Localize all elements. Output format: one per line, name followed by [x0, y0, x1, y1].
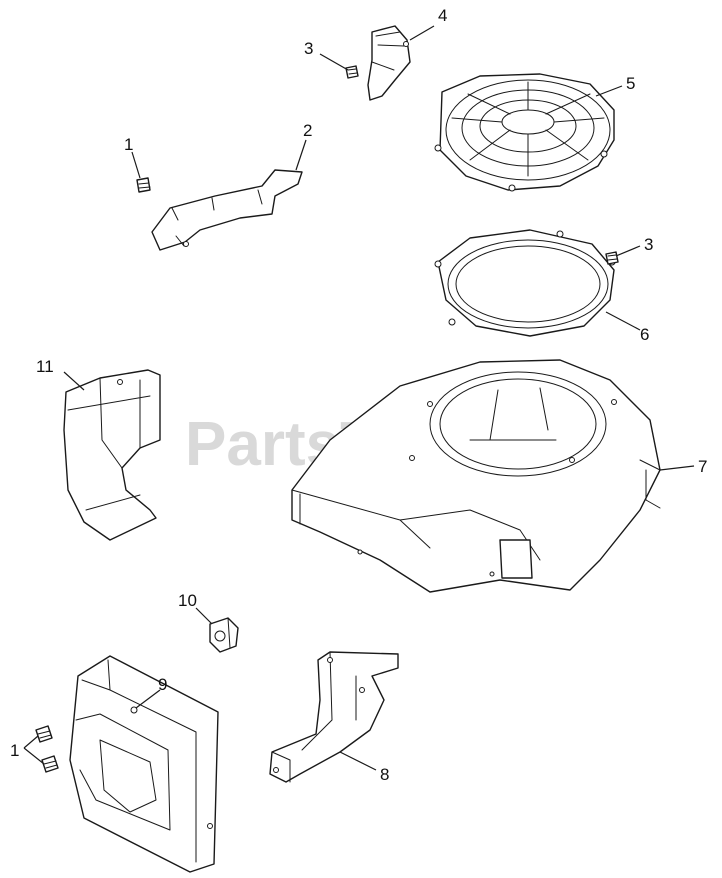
- part-1-bolt-top[interactable]: [136, 177, 151, 193]
- callout-1-top: 1: [124, 135, 133, 154]
- callout-2: 2: [303, 121, 312, 140]
- part-8-lower-baffle[interactable]: [269, 651, 399, 783]
- callout-8: 8: [380, 765, 389, 784]
- leader-6: [605, 311, 641, 331]
- leader-11: [63, 371, 85, 391]
- leader-2: [295, 139, 307, 171]
- leader-5: [595, 85, 623, 97]
- leader-9: [135, 689, 161, 709]
- callout-5: 5: [626, 74, 635, 93]
- leader-1-bottom: [23, 735, 45, 765]
- callout-1-bottom: 1: [10, 741, 19, 760]
- part-5-fan-guard[interactable]: [434, 73, 615, 192]
- part-1-bolts-bottom[interactable]: [35, 725, 59, 773]
- callout-6: 6: [640, 325, 649, 344]
- part-6-ring-shroud[interactable]: [434, 229, 616, 337]
- callout-3-right: 3: [644, 235, 653, 254]
- leader-4: [409, 25, 435, 41]
- leader-3-top: [319, 53, 349, 71]
- callout-4: 4: [438, 6, 447, 25]
- leader-8: [339, 751, 377, 771]
- callout-9: 9: [158, 675, 167, 694]
- callout-10: 10: [178, 591, 197, 610]
- leader-7: [659, 465, 695, 471]
- part-4-cover-bracket[interactable]: [367, 25, 411, 101]
- part-11-side-baffle[interactable]: [63, 369, 161, 541]
- leader-3-right: [615, 245, 641, 257]
- part-3-screw-right[interactable]: [605, 251, 619, 265]
- leader-10: [195, 607, 213, 625]
- part-10-grommet[interactable]: [209, 617, 239, 653]
- part-7-blower-housing[interactable]: [291, 359, 661, 593]
- part-9-cylinder-shroud[interactable]: [69, 655, 219, 873]
- callout-11: 11: [36, 357, 54, 376]
- callout-7: 7: [698, 457, 707, 476]
- leader-1-top: [131, 151, 141, 179]
- part-3-screw-top[interactable]: [345, 65, 359, 79]
- callout-3-top: 3: [304, 39, 313, 58]
- part-2-bracket[interactable]: [151, 169, 303, 251]
